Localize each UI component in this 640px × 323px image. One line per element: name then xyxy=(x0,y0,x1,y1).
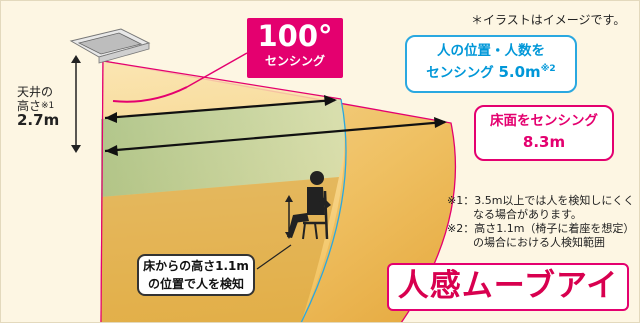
floor-detect-line2: の位置で人を検知 xyxy=(147,277,244,291)
footnote-1a: ※1：3.5m以上では人を検知しにくく xyxy=(447,194,635,207)
person-sensing-mark: ※2 xyxy=(540,64,556,74)
sensor-unit xyxy=(69,28,151,64)
floor-sensing-line1: 床面をセンシング xyxy=(490,113,598,129)
product-logo: 人感ムーブアイ xyxy=(387,263,629,311)
person-sensing-value: 5.0m xyxy=(498,63,541,81)
person-range-arrow xyxy=(104,98,336,120)
person-sensing-line2: センシング xyxy=(426,65,494,81)
floor-sensing-value: 8.3m xyxy=(522,133,566,151)
angle-label: センシング xyxy=(264,54,325,68)
illustration-note: ＊イラストはイメージです。 xyxy=(471,13,626,27)
person-range-edge xyxy=(300,98,347,322)
floor-detect-callout: 床からの高さ1.1m の位置で人を検知 xyxy=(137,254,255,296)
sensing-angle-badge: 100° センシング xyxy=(247,18,343,78)
ceiling-line1: 天井の xyxy=(17,85,54,99)
person-sensing-callout: 人の位置・人数を センシング 5.0m※2 xyxy=(405,35,577,93)
ceiling-mark: ※1 xyxy=(41,101,55,111)
angle-arc xyxy=(112,86,188,103)
person-sensing-line1: 人の位置・人数を xyxy=(437,43,545,59)
floor-sensing-callout: 床面をセンシング 8.3m xyxy=(474,105,614,161)
angle-value: 100° xyxy=(257,19,333,53)
detection-band xyxy=(101,99,345,197)
footnote-1b: なる場合があります。 xyxy=(473,208,582,221)
footnote-2b: の場合における人検知範囲 xyxy=(473,236,605,249)
ceiling-line2: 高さ xyxy=(17,99,42,113)
ceiling-height-label: 天井の 高さ※1 2.7m xyxy=(17,85,60,129)
ceiling-value: 2.7m xyxy=(17,111,60,129)
floor-range-arrow xyxy=(104,120,446,153)
footnote-2a: ※2：高さ1.1m（椅子に着座を想定） xyxy=(447,222,635,235)
footnotes: ※1：3.5m以上では人を検知しにくく なる場合があります。 ※2：高さ1.1m… xyxy=(447,194,637,250)
cone-shadow xyxy=(101,177,339,322)
floor-detect-line1: 床からの高さ1.1m xyxy=(143,259,249,273)
angle-pointer xyxy=(186,52,248,88)
